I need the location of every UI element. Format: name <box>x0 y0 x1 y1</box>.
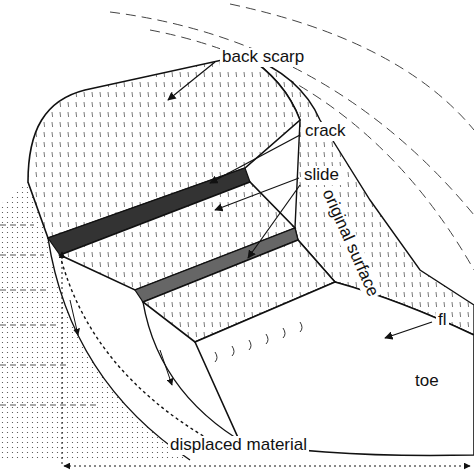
part-label: toe <box>413 372 441 391</box>
leader-line <box>385 322 432 338</box>
stratum-line <box>0 255 44 256</box>
stratum-line <box>0 225 34 226</box>
dimension-line <box>64 466 470 467</box>
leader-line <box>248 185 300 258</box>
leader-line <box>168 62 215 100</box>
stratum-line <box>0 325 56 326</box>
movement-arrow <box>70 300 78 335</box>
flow-tick <box>215 322 302 362</box>
movement-arrow <box>160 350 172 385</box>
leader-line <box>210 135 300 183</box>
slip-surface <box>60 255 210 440</box>
part-label: fl <box>436 311 449 330</box>
stratum-line <box>0 290 50 291</box>
dimension-line <box>62 252 63 466</box>
stratum-line <box>0 365 70 366</box>
part-label: slide <box>302 166 341 185</box>
slip-surface <box>143 302 260 452</box>
part-label: displaced material <box>168 436 309 455</box>
movement-arrows <box>70 300 172 385</box>
stratum-line <box>0 405 100 406</box>
dimension-lines <box>62 252 470 466</box>
flow-lobe <box>195 282 474 455</box>
slip-surfaces <box>48 238 260 460</box>
flow-ticks <box>215 322 302 362</box>
slip-surface <box>48 238 190 460</box>
leader-lines <box>168 62 432 338</box>
part-label: original surface <box>317 185 383 302</box>
part-label: crack <box>303 122 348 141</box>
leader-line <box>215 178 299 210</box>
part-label: back scarp <box>220 48 306 67</box>
